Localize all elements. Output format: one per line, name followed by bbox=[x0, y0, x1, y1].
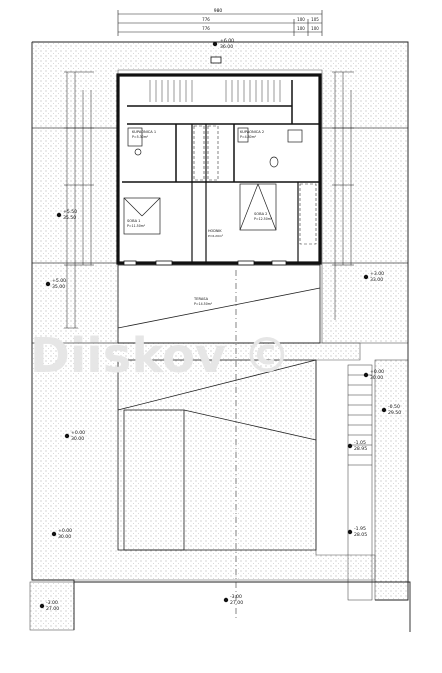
dim-r2-a: 776 bbox=[202, 26, 210, 31]
house-walls bbox=[116, 73, 322, 265]
level-marker-texts: +6.00 36.00 +5.00 35.00 +3.00 33.00 +0.0… bbox=[46, 38, 401, 612]
level-house-right-a: +3.00 bbox=[370, 271, 384, 277]
plot-outline bbox=[31, 41, 411, 632]
dim-r1-c: 105 bbox=[311, 17, 319, 22]
level-right-1-b: 30.00 bbox=[370, 375, 383, 381]
level-right-3-a: -1.05 bbox=[354, 440, 366, 446]
level-lower-left-1-b: 30.00 bbox=[71, 436, 84, 442]
level-left-wall-a: +5.50 bbox=[63, 209, 77, 215]
level-lower-left-2-b: 30.00 bbox=[58, 534, 71, 540]
external-stairs bbox=[347, 364, 373, 601]
side-dimension-lines bbox=[64, 71, 354, 329]
room-kupaonica-2-name: KUPAONICA 2 bbox=[240, 130, 264, 134]
level-bottom-left-a: -3.00 bbox=[46, 600, 58, 606]
room-soba-1-area: P=11.50m² bbox=[127, 224, 146, 228]
level-marker-symbols bbox=[39, 41, 387, 609]
room-hodnik-area: P=6.20m² bbox=[208, 234, 224, 238]
room-soba-1-name: SOBA 1 bbox=[127, 219, 140, 223]
level-right-2-b: 29.50 bbox=[388, 410, 401, 416]
dim-r2-c: 100 bbox=[311, 26, 319, 31]
level-house-left-b: 35.00 bbox=[52, 284, 65, 290]
dim-r2-b: 100 bbox=[297, 26, 305, 31]
level-lower-left-2-a: +0.00 bbox=[58, 528, 72, 534]
level-bottom-left-b: 27.00 bbox=[46, 606, 59, 612]
room-kupaonica-2-area: P=4.80m² bbox=[240, 135, 257, 139]
room-hodnik-name: HODNIK bbox=[208, 229, 222, 233]
room-kupaonica-1-name: KUPAONICA 1 bbox=[132, 130, 156, 134]
stair-treads bbox=[149, 80, 281, 102]
level-house-left-a: +5.00 bbox=[52, 278, 66, 284]
dim-r1-a: 776 bbox=[202, 17, 210, 22]
level-left-wall-b: 35.50 bbox=[63, 215, 76, 221]
room-kupaonica-1-area: P=5.30m² bbox=[132, 135, 149, 139]
dim-r1-b: 100 bbox=[297, 17, 305, 22]
level-roof-b: 36.00 bbox=[220, 44, 233, 50]
terrace-outline bbox=[117, 264, 321, 551]
room-soba-2-name: SOBA 2 bbox=[254, 212, 267, 216]
top-dimension-lines bbox=[117, 10, 323, 36]
sanitary-fixtures bbox=[127, 127, 303, 168]
level-bottom-center-b: 27.00 bbox=[230, 600, 243, 606]
beds bbox=[123, 183, 277, 235]
level-house-right-b: 33.00 bbox=[370, 277, 383, 283]
wardrobes bbox=[193, 125, 317, 245]
level-right-4-a: -1.95 bbox=[354, 526, 366, 532]
dim-overall: 980 bbox=[214, 8, 223, 14]
level-right-4-b: 28.05 bbox=[354, 532, 367, 538]
watermark: Diiskov © bbox=[30, 328, 291, 384]
room-soba-2-area: P=12.50m² bbox=[254, 217, 273, 221]
level-right-2-a: -0.50 bbox=[388, 404, 400, 410]
level-right-1-a: +0.00 bbox=[370, 369, 384, 375]
level-roof-a: +6.00 bbox=[220, 38, 234, 44]
level-right-3-b: 28.95 bbox=[354, 446, 367, 452]
room-terasa-name: TERASA bbox=[193, 297, 209, 301]
level-bottom-center-a: -3.00 bbox=[230, 594, 242, 600]
level-lower-left-1-a: +0.00 bbox=[71, 430, 85, 436]
room-terasa-area: P=14.50m² bbox=[194, 302, 213, 306]
